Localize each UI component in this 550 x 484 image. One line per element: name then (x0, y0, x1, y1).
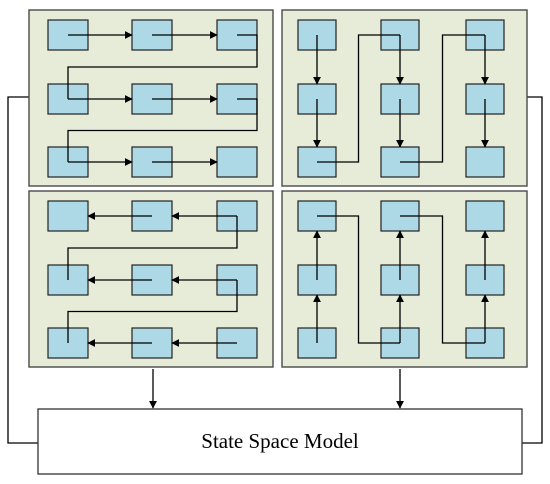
row-wrap-connector (67, 98, 258, 162)
grid-cell (47, 200, 89, 232)
state-space-model-box (37, 408, 523, 475)
row-wrap-connector (67, 216, 238, 280)
grid-cell (465, 146, 505, 178)
grid-cell (465, 200, 505, 232)
scan-panel-row-scan-backward (28, 190, 274, 368)
scan-panel-row-scan-forward (28, 9, 274, 187)
scan-panels (28, 9, 528, 368)
scan-panel-column-scan-down (281, 9, 528, 187)
right-feedback-line (522, 96, 543, 444)
column-wrap-connector (400, 34, 485, 163)
state-space-model-label: State Space Model (201, 429, 359, 453)
row-wrap-connector (67, 280, 238, 343)
left-feedback-line (7, 96, 38, 444)
column-wrap-connector (317, 34, 400, 163)
grid-cell (216, 146, 258, 178)
row-wrap-connector (67, 34, 258, 99)
column-wrap-connector (400, 215, 485, 344)
column-wrap-connector (317, 215, 400, 344)
scan-panel-column-scan-up (281, 190, 528, 368)
